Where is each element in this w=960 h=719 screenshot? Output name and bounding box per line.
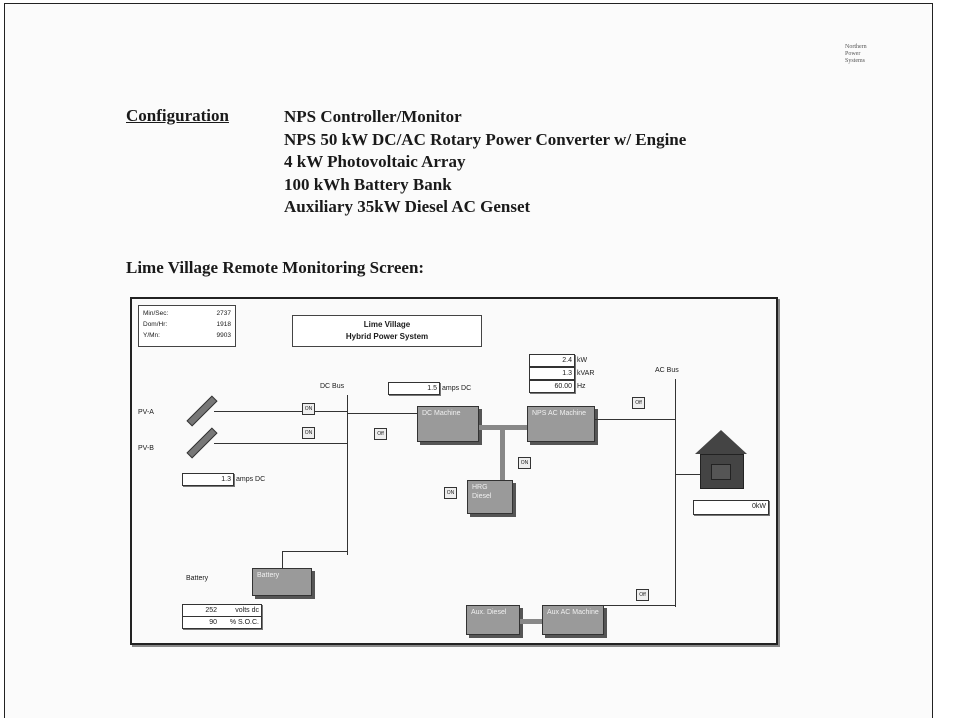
aux-ac-switch[interactable]: Off xyxy=(636,589,649,601)
aux-ac-feed-line xyxy=(604,605,676,606)
config-item: NPS 50 kW DC/AC Rotary Power Converter w… xyxy=(284,129,687,149)
battery-label: Battery xyxy=(186,575,209,582)
pv-b-switch[interactable]: ON xyxy=(302,427,315,439)
configuration-list: NPS Controller/Monitor NPS 50 kW DC/AC R… xyxy=(284,106,686,219)
pv-amps-readout: 1.3 amps DC xyxy=(182,473,265,486)
aux-ac-machine: Aux AC Machine xyxy=(542,605,604,635)
pv-b-line xyxy=(214,443,347,444)
dc-machine: DC Machine xyxy=(417,406,479,442)
aux-diesel: Aux. Diesel xyxy=(466,605,520,635)
battery-block: Battery xyxy=(252,568,312,596)
nps-ac-machine: NPS AC Machine xyxy=(527,406,595,442)
kvar-readout: 1.3 kVAR xyxy=(529,367,594,380)
pv-a-label: PV-A xyxy=(138,409,154,416)
stat-row: Y/Mn:9903 xyxy=(143,332,231,339)
load-readout: 0kW xyxy=(693,500,769,515)
stat-row: Dom/Hr:1918 xyxy=(143,321,231,328)
config-item: 4 kW Photovoltaic Array xyxy=(284,152,466,171)
battery-drop-line xyxy=(282,551,283,571)
house-icon xyxy=(700,454,744,489)
dc-feed-line xyxy=(347,413,417,414)
pv-b-label: PV-B xyxy=(138,445,154,452)
system-title-box: Lime Village Hybrid Power System xyxy=(292,315,482,347)
aux-shaft xyxy=(520,619,542,624)
config-item: Auxiliary 35kW Diesel AC Genset xyxy=(284,197,531,216)
pv-a-panel-icon xyxy=(186,395,218,427)
battery-feed-line xyxy=(282,551,348,552)
dc-machine-switch[interactable]: Off xyxy=(374,428,387,440)
hrg-diesel-switch[interactable]: ON xyxy=(444,487,457,499)
ac-bus-line xyxy=(675,379,676,607)
hz-readout: 60.00 Hz xyxy=(529,380,586,393)
dc-bus-line xyxy=(347,395,348,555)
dc-bus-label: DC Bus xyxy=(320,383,345,390)
config-item: 100 kWh Battery Bank xyxy=(284,174,452,194)
house-roof-icon xyxy=(695,430,747,454)
monitoring-screen: Min/Sec:2737 Dom/Hr:1918 Y/Mn:9903 Lime … xyxy=(130,297,778,645)
hrg-clutch-switch[interactable]: ON xyxy=(518,457,531,469)
configuration-heading: Configuration xyxy=(126,106,229,125)
time-stats-box: Min/Sec:2737 Dom/Hr:1918 Y/Mn:9903 xyxy=(138,305,236,347)
pv-b-panel-icon xyxy=(186,427,218,459)
ac-bus-label: AC Bus xyxy=(655,367,679,374)
dc-amps-readout: 1.5 amps DC xyxy=(388,382,471,395)
nps-ac-feed-line xyxy=(595,419,675,420)
hrg-shaft xyxy=(500,425,505,480)
kw-readout: 2.4 kW xyxy=(529,354,587,367)
pv-a-switch[interactable]: ON xyxy=(302,403,315,415)
load-feed-line xyxy=(675,474,700,475)
stat-row: Min/Sec:2737 xyxy=(143,310,231,317)
nps-ac-switch[interactable]: Off xyxy=(632,397,645,409)
soc-readout: 90 % S.O.C. xyxy=(182,616,262,629)
pv-a-line xyxy=(214,411,347,412)
screen-title: Lime Village Remote Monitoring Screen: xyxy=(126,258,425,277)
config-item: NPS Controller/Monitor xyxy=(284,107,462,126)
hrg-diesel: HRG Diesel xyxy=(467,480,513,514)
company-logo: Northern Power Systems xyxy=(845,44,867,64)
